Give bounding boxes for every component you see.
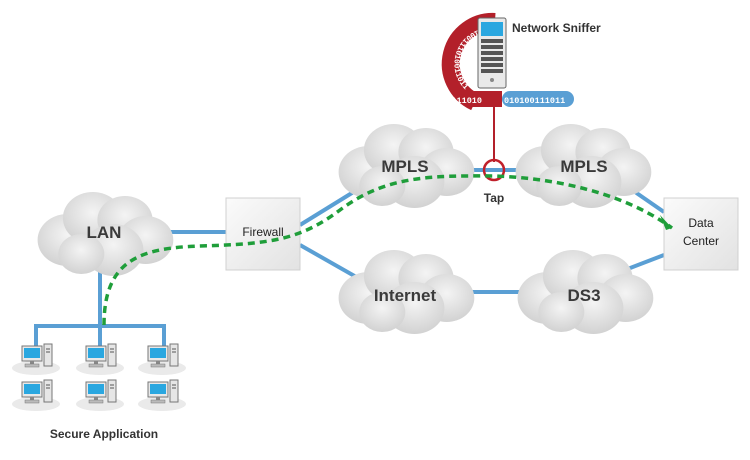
label-network-sniffer: Network Sniffer xyxy=(512,21,601,35)
label-mpls-right: MPLS xyxy=(560,157,607,176)
pc-icon xyxy=(11,343,61,376)
datacenter-box xyxy=(663,197,739,271)
label-secure-application: Secure Application xyxy=(50,427,158,441)
link-firewall-internet xyxy=(299,243,359,280)
label-ds3: DS3 xyxy=(567,286,600,305)
tap-ring xyxy=(482,158,506,182)
network-sniffer-device xyxy=(477,17,507,89)
bar-binary-red: 1111100111010 xyxy=(416,96,482,106)
secure-path-arrowhead xyxy=(660,215,672,230)
pc-icon xyxy=(137,379,187,412)
pc-icon xyxy=(137,343,187,376)
label-lan: LAN xyxy=(87,223,122,242)
bar-binary-blue: 010100111011 xyxy=(504,96,565,106)
link-ds3-datacenter xyxy=(624,253,665,272)
label-datacenter-line1: Data xyxy=(688,216,714,230)
link-firewall-mpls xyxy=(298,186,362,227)
pc-icon xyxy=(11,379,61,412)
secure-path xyxy=(102,174,674,326)
label-tap: Tap xyxy=(484,191,504,205)
pc-icon xyxy=(75,379,125,412)
pc-icon xyxy=(75,343,125,376)
label-internet: Internet xyxy=(374,286,437,305)
label-datacenter-line2: Center xyxy=(683,234,719,248)
label-firewall: Firewall xyxy=(242,225,283,239)
label-mpls-left: MPLS xyxy=(381,157,428,176)
pc-grid xyxy=(11,343,187,412)
